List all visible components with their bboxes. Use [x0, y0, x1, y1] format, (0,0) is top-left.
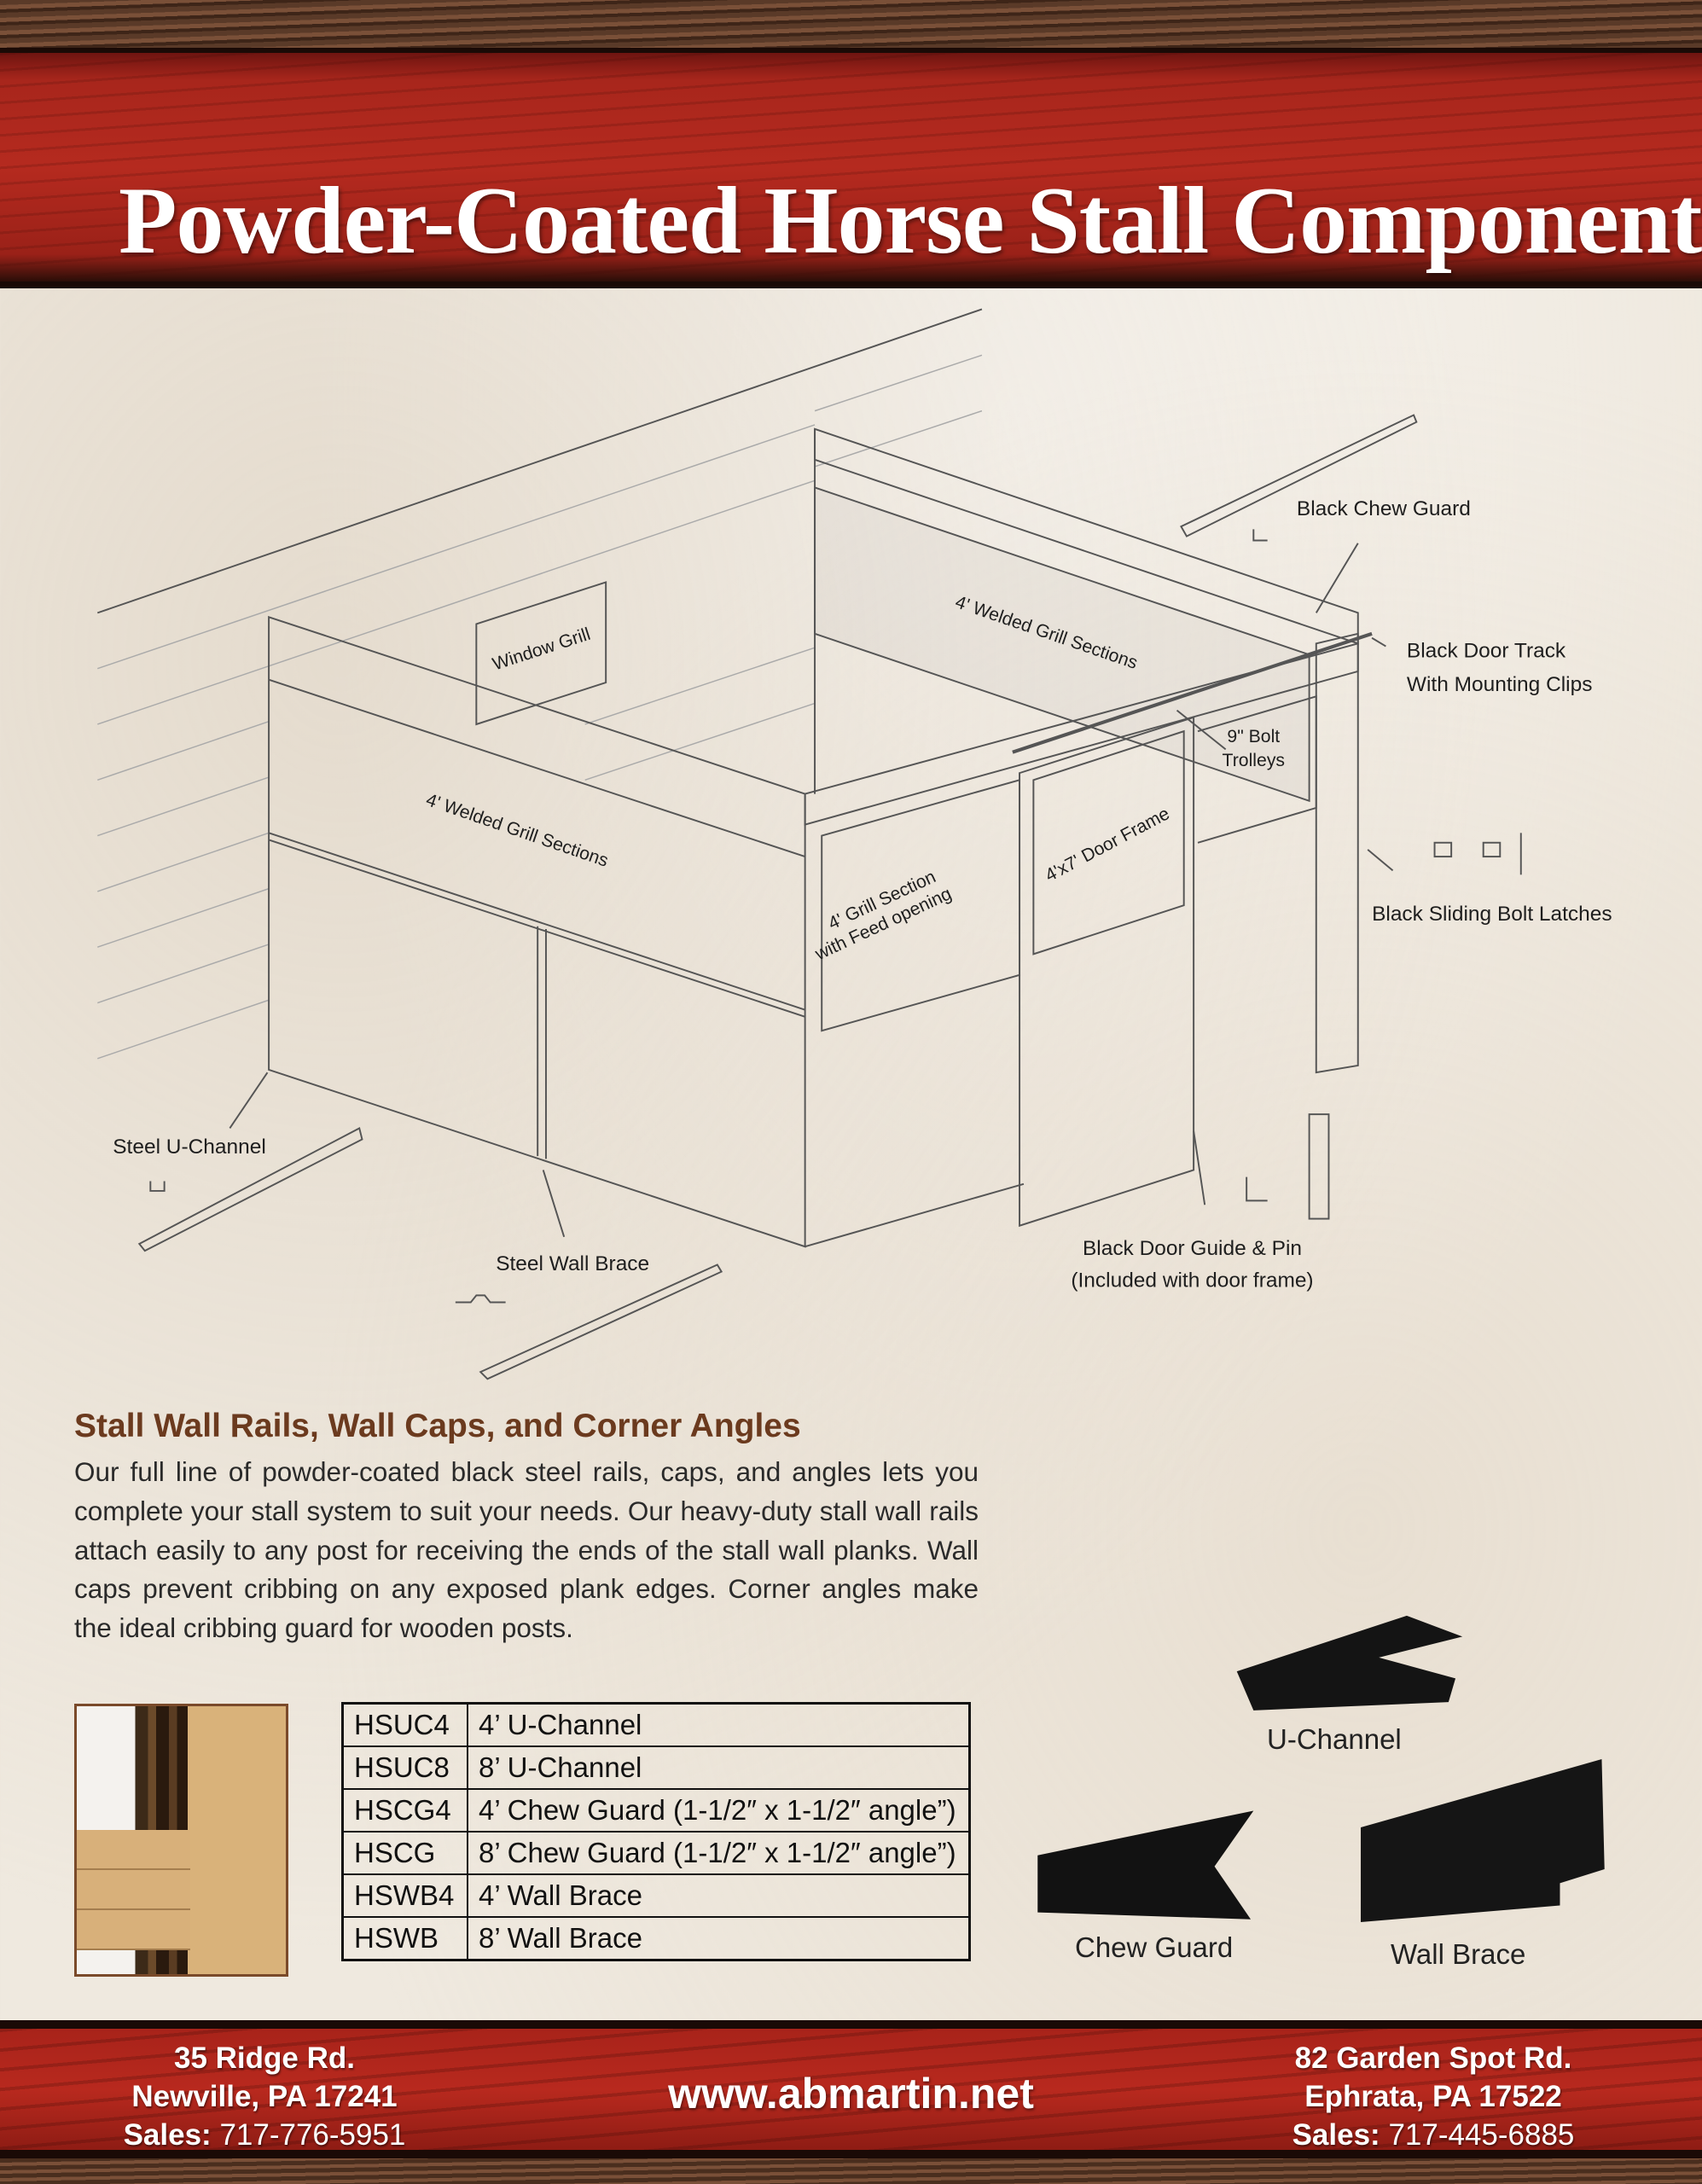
page-title: Powder-Coated Horse Stall Components	[119, 168, 1702, 275]
label-door-guide-2: (Included with door frame)	[1071, 1269, 1313, 1292]
plank	[77, 1830, 190, 1870]
part-code: HSUC8	[341, 1745, 468, 1790]
section-body: Our full line of powder-coated black ste…	[74, 1456, 979, 1644]
label-door-track-2: With Mounting Clips	[1407, 673, 1593, 696]
top-wood-border	[0, 0, 1702, 53]
label-bolt-trolleys-1: 9" Bolt	[1227, 727, 1280, 746]
footer-banner	[0, 2020, 1702, 2160]
address-line: 82 Garden Spot Rd.	[1294, 2042, 1572, 2075]
label-steel-u-channel: Steel U-Channel	[113, 1136, 266, 1159]
part-description: 8’ Wall Brace	[467, 1916, 971, 1961]
website-link[interactable]: www.abmartin.net	[668, 2070, 1034, 2117]
part-code: HSCG	[341, 1831, 468, 1875]
chew-guard-photo	[1037, 1810, 1254, 1920]
part-code: HSWB	[341, 1916, 468, 1961]
part-code: HSUC4	[341, 1702, 468, 1747]
part-description: 4’ Chew Guard (1-1/2″ x 1-1/2″ angle”)	[467, 1788, 971, 1833]
chew-guard-caption: Chew Guard	[1075, 1931, 1234, 1963]
label-door-track-1: Black Door Track	[1407, 640, 1566, 663]
footer-address-newville: 35 Ridge Rd. Newville, PA 17241 Sales: 7…	[102, 2039, 427, 2154]
plank	[77, 1870, 190, 1910]
part-description: 4’ U-Channel	[467, 1702, 971, 1747]
part-code: HSWB4	[341, 1873, 468, 1918]
label-steel-wall-brace: Steel Wall Brace	[496, 1252, 649, 1275]
phone-number[interactable]: 717-445-6885	[1388, 2118, 1575, 2152]
label-door-guide-1: Black Door Guide & Pin	[1083, 1237, 1302, 1260]
label-chew-guard: Black Chew Guard	[1297, 497, 1471, 520]
phone-number[interactable]: 717-776-5951	[219, 2118, 406, 2152]
label-door-frame: 4'x7' Door Frame	[1042, 804, 1172, 886]
section-heading: Stall Wall Rails, Wall Caps, and Corner …	[74, 1408, 801, 1444]
part-code: HSCG4	[341, 1788, 468, 1833]
sales-label: Sales:	[123, 2118, 212, 2152]
label-bolt-latches: Black Sliding Bolt Latches	[1372, 903, 1612, 926]
u-channel-photo	[1236, 1615, 1463, 1711]
bottom-wood-border	[0, 2158, 1702, 2184]
label-bolt-trolleys-2: Trolleys	[1223, 751, 1285, 770]
plank	[77, 1910, 190, 1950]
label-welded-grill-front: 4' Welded Grill Sections	[423, 790, 610, 871]
wall-brace-photo	[1361, 1759, 1605, 1923]
u-channel-caption: U-Channel	[1267, 1723, 1402, 1755]
address-line: 35 Ridge Rd.	[174, 2042, 355, 2075]
sales-label: Sales:	[1292, 2118, 1380, 2152]
address-city: Newville, PA 17241	[131, 2080, 398, 2113]
rail-install-photo	[74, 1704, 288, 1977]
stall-line-drawing	[96, 308, 1522, 1380]
part-description: 8’ Chew Guard (1-1/2″ x 1-1/2″ angle”)	[467, 1831, 971, 1875]
part-description: 4’ Wall Brace	[467, 1873, 971, 1918]
wall-brace-caption: Wall Brace	[1391, 1938, 1526, 1970]
label-window-grill: Window Grill	[491, 624, 593, 675]
address-city: Ephrata, PA 17522	[1304, 2080, 1562, 2113]
footer-address-ephrata: 82 Garden Spot Rd. Ephrata, PA 17522 Sal…	[1254, 2039, 1612, 2154]
part-description: 8’ U-Channel	[467, 1745, 971, 1790]
header-banner	[0, 48, 1702, 288]
